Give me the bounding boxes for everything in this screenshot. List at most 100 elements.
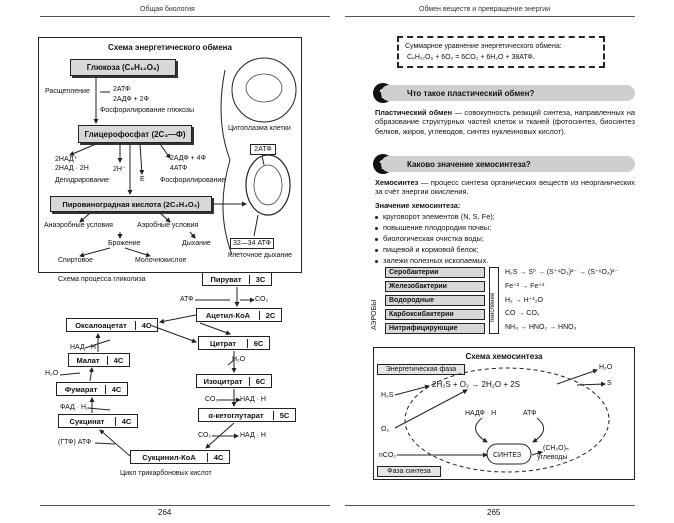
- summary-label: Суммарное уравнение энергетического обме…: [405, 43, 562, 50]
- chemo-paragraph: Хемосинтез — процесс синтеза органически…: [375, 178, 635, 197]
- krebs-co2: CO₂: [255, 296, 269, 303]
- carb2-label: углеводы: [537, 454, 568, 461]
- bacteria-reaction: Fe⁺² → Fe⁺³: [505, 283, 545, 290]
- page-number-right: 265: [487, 508, 501, 517]
- fad-label: ФАД · Н₂: [60, 404, 89, 411]
- oxidation-label: окисление: [490, 292, 496, 322]
- bacteria-reaction: CO → CO₂: [505, 310, 540, 317]
- aerobes-label: АЭРОБЫ: [371, 299, 378, 330]
- glycerophosphate-box: Глицерофосфат (2C₃—Ф): [78, 125, 192, 143]
- plastic-paragraph: Пластический обмен — совокупность реакци…: [375, 108, 636, 136]
- alcohol-label: Спиртовое: [58, 257, 93, 264]
- cell-respiration-label: Клеточное дыхание: [228, 252, 293, 259]
- atp4-label: 4АТФ: [170, 165, 188, 172]
- nadph-label: НАДФ · Н: [465, 410, 497, 417]
- h2s-label: H₂S: [381, 392, 394, 399]
- synthesis-label: СИНТЕЗ: [493, 452, 522, 459]
- o2-label: O₂: [381, 426, 390, 433]
- co2-c-label: CO₂: [198, 432, 212, 439]
- e-label: E: [140, 176, 145, 183]
- nco2-label: nCO₂: [379, 452, 397, 459]
- footer-rule: [40, 505, 330, 506]
- header-rule: [40, 16, 330, 17]
- chemo-scheme-title: Схема хемосинтеза: [465, 352, 543, 361]
- krebs-atp: АТФ: [180, 296, 194, 303]
- gtp-label: (ГТФ) АТФ: [58, 439, 92, 446]
- bacteria-reaction: H₂S → S⁰ → (S⁺⁴O₃)²⁻ → (S⁺⁶O₄)²⁻: [505, 269, 619, 276]
- glycolysis-caption: Схема процесса гликолиза: [58, 276, 146, 283]
- nadh-label-2: НАД · Н: [240, 396, 266, 403]
- bacteria-reaction: H₂ → H⁺¹₂O: [505, 297, 543, 304]
- bacteria-reaction: NH₃ → HNO₂ → HNO₃: [505, 324, 577, 331]
- anaerobic-label: Анаэробные условия: [44, 222, 113, 229]
- bacteria-name: Карбоксибактерии: [385, 309, 485, 320]
- phos-glucose-label: Фосфорилирование глюкозы: [100, 107, 195, 114]
- nadh-label-1: НАД · Н: [70, 344, 96, 351]
- bacteria-name: Серобактерии: [385, 267, 485, 278]
- left-page: Общая биология Схема энергетического обм…: [38, 6, 330, 517]
- phosph-label: Фосфорилирование: [160, 177, 226, 184]
- bacteria-name: Железобактерии: [385, 281, 485, 292]
- adp4-label: 2АДФ + 4Ф: [170, 155, 206, 162]
- oxidation-bracket: [489, 267, 499, 334]
- cytoplasm-label: Цитоплазма клетки: [228, 125, 291, 132]
- dehydro-label: Дегидрирование: [55, 177, 109, 184]
- atp-range-box: 32—34 АТФ: [230, 238, 274, 249]
- summary-equation: C₆H₁₂O₆ + 6O₂ = 6CO₂ + 6H₂O + 38АТФ.: [407, 54, 535, 61]
- chemo-equation: 2H₂S + O₂ → 2H₂O + 2S: [432, 380, 521, 389]
- atp-top-box: 2АТФ: [250, 144, 276, 155]
- question-plastic: Что такое пластический обмен?: [381, 85, 635, 101]
- h2-label: 2Н⁻: [113, 166, 126, 173]
- h2o-label: H₂O: [232, 356, 246, 363]
- lactic-label: Молочнокислое: [135, 257, 187, 264]
- splitting-label: Расщепление: [45, 88, 90, 95]
- question-chemosynthesis: Каково значение хемосинтеза?: [381, 156, 635, 172]
- bullet-item: пищевой и кормовой белок;: [375, 245, 478, 254]
- krebs-caption: Цикл трикарбоновых кислот: [120, 470, 212, 477]
- respiration-label: Дыхание: [182, 240, 211, 247]
- atp-label: АТФ: [523, 410, 537, 417]
- bullet-item: залежи полезных ископаемых.: [375, 256, 488, 265]
- co2-b-label: CO₂: [205, 396, 219, 403]
- energy-scheme-title: Схема энергетического обмена: [108, 43, 232, 52]
- glucose-box: Глюкоза (C₆H₁₂O₆): [70, 59, 176, 76]
- bacteria-name: Нитрифицирующие: [385, 323, 485, 334]
- energy-phase-label: Энергетическая фаза: [377, 364, 465, 375]
- fermentation-label: Брожение: [108, 240, 141, 247]
- adp2-label: 2АДФ + 2Ф: [113, 96, 149, 103]
- running-head-right: Обмен веществ и превращение энергии: [419, 6, 551, 13]
- nad2-label: 2НАД⁺: [55, 156, 78, 163]
- nadh2-label: 2НАД · 2Н: [55, 165, 89, 172]
- summary-box: [397, 36, 605, 68]
- bacteria-name: Водородные: [385, 295, 485, 306]
- footer-rule-right: [345, 505, 635, 506]
- right-page: Обмен веществ и превращение энергии Сумм…: [337, 0, 674, 523]
- chemo-scheme-frame: [373, 347, 635, 480]
- synthesis-phase-label: Фаза синтеза: [377, 466, 441, 477]
- bullet-item: повышение плодородия почвы;: [375, 223, 491, 232]
- carb-label: (CH₂O)ₙ: [543, 445, 569, 452]
- header-rule-right: [345, 16, 635, 17]
- atp2-label: 2АТФ: [113, 86, 131, 93]
- bacteria-table: Серобактерии Железобактерии Водородные К…: [385, 267, 635, 337]
- s-label: S: [607, 380, 612, 387]
- pyruvic-box: Пировиноградная кислота (2C₃H₄O₃): [50, 196, 212, 212]
- page-number-left: 264: [158, 508, 172, 517]
- energy-scheme-frame: [38, 37, 302, 273]
- bullet-item: биологическая очистка воды;: [375, 234, 484, 243]
- running-head: Общая биология: [140, 6, 195, 13]
- h2o-label: H₂O: [599, 364, 613, 371]
- importance-title: Значение хемосинтеза:: [375, 201, 461, 210]
- bullet-item: круговорот элементов (N, S, Fe);: [375, 212, 495, 221]
- nadh-label-3: НАД · Н: [240, 432, 266, 439]
